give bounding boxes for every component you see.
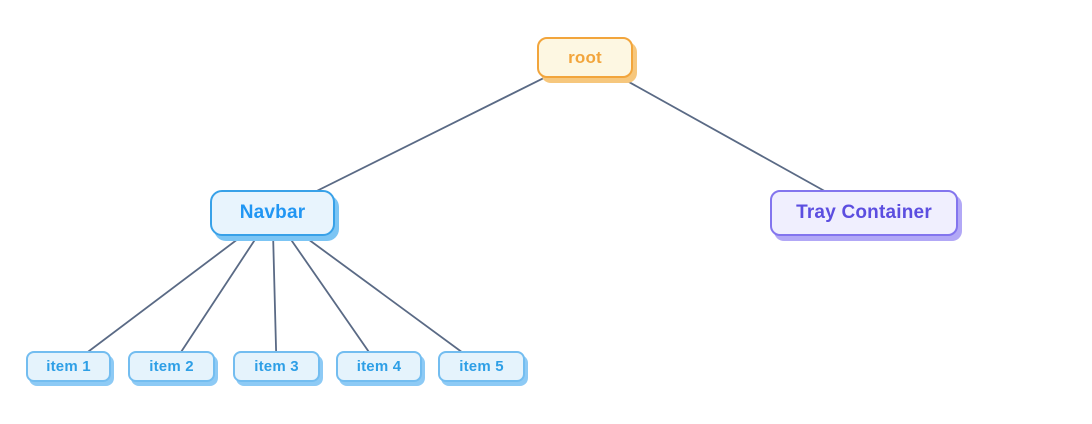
node-label-root: root (568, 47, 602, 67)
node-label-item-1: item 1 (46, 358, 91, 375)
node-tray-container[interactable]: Tray Container (770, 190, 958, 236)
node-item-4[interactable]: item 4 (336, 351, 422, 382)
node-item-5[interactable]: item 5 (438, 351, 525, 382)
node-label-item-3: item 3 (254, 358, 299, 375)
node-navbar[interactable]: Navbar (210, 190, 335, 236)
node-root[interactable]: root (537, 37, 633, 78)
node-item-3[interactable]: item 3 (233, 351, 320, 382)
node-item-2[interactable]: item 2 (128, 351, 215, 382)
edge-navbar-item-1 (67, 212, 274, 368)
node-label-tray-container: Tray Container (796, 202, 932, 223)
node-label-item-2: item 2 (149, 358, 194, 375)
node-label-navbar: Navbar (239, 202, 306, 223)
edge-navbar-item-3 (271, 212, 278, 368)
node-label-item-5: item 5 (459, 358, 504, 375)
edge-navbar-item-5 (271, 212, 483, 368)
edge-navbar-item-2 (170, 212, 274, 368)
edge-navbar-item-4 (271, 212, 380, 368)
node-item-1[interactable]: item 1 (26, 351, 111, 382)
node-label-item-4: item 4 (356, 358, 402, 375)
